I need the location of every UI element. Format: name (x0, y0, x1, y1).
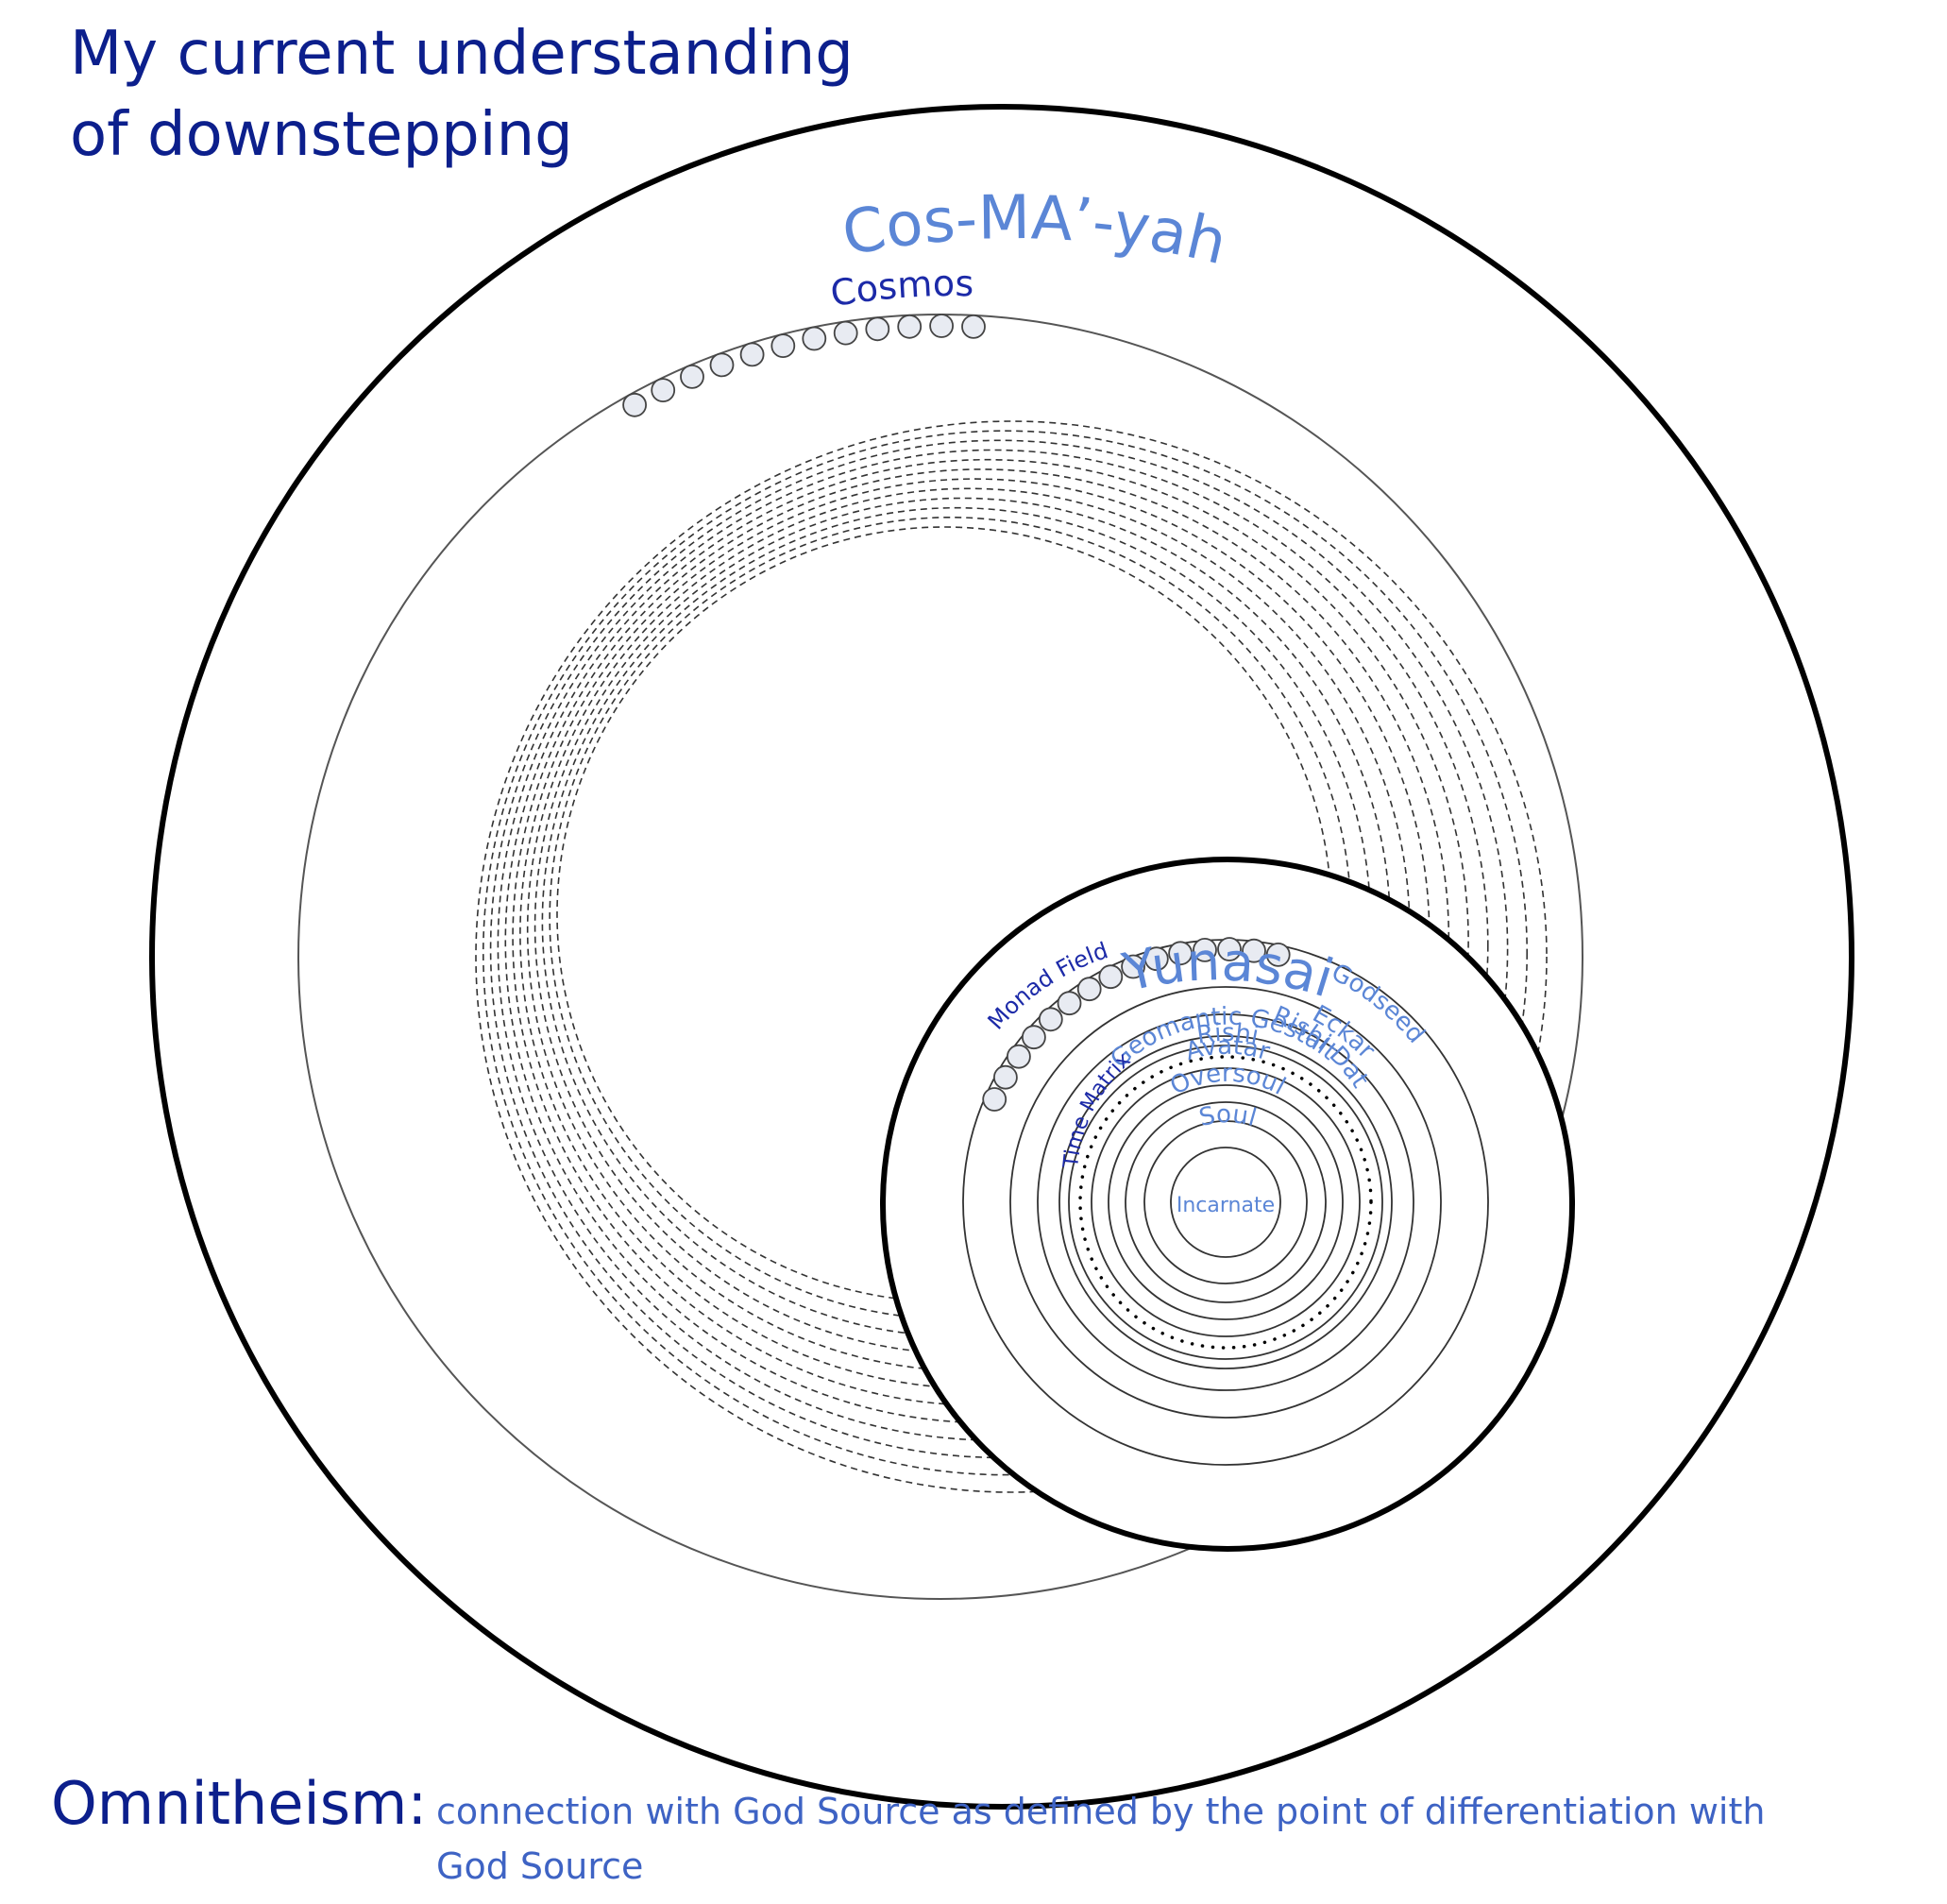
dashed-ring (475, 420, 1548, 1493)
omnitheism-term: Omnitheism: (51, 1769, 428, 1838)
time-matrix-ring (1078, 1055, 1373, 1350)
avatar-ring (1108, 1084, 1344, 1320)
bead (865, 316, 890, 342)
dashed-ring (482, 430, 1529, 1476)
bead (770, 333, 796, 359)
bead (651, 378, 676, 403)
oversoul-ring (1125, 1101, 1327, 1303)
bead (1022, 1025, 1046, 1050)
bead (1193, 938, 1217, 962)
bead (1038, 1007, 1063, 1032)
bead (1121, 954, 1145, 979)
title-line-2: of downstepping (70, 100, 573, 170)
bead (993, 1064, 1018, 1090)
geomantic-gestalt-ring (1068, 1045, 1383, 1360)
omnitheism-definition: connection with God Source as defined by… (436, 1791, 1766, 1887)
eckar-ring (1037, 1013, 1414, 1391)
bead (802, 326, 827, 351)
bead (1242, 938, 1266, 963)
monad-bead-row (982, 937, 1291, 1112)
bead (680, 364, 704, 389)
cosmos-bead-row (622, 314, 986, 417)
dashed-ring (504, 458, 1469, 1424)
incarnate-label: Incarnate (1177, 1194, 1275, 1217)
bead (622, 392, 647, 417)
bead (709, 352, 735, 378)
bead (929, 314, 954, 338)
bead (1265, 943, 1291, 967)
cosmaya-label: Cos-MA’-yah (838, 183, 1233, 279)
godseed-ring (1009, 986, 1442, 1419)
bead (1076, 977, 1102, 1002)
title-line-1: My current understanding (70, 19, 854, 89)
cosmos-label: Cosmos (827, 263, 974, 314)
incarnate-ring (1170, 1147, 1281, 1258)
dashed-ring (497, 449, 1489, 1441)
soul-ring (1143, 1120, 1308, 1284)
bead (961, 314, 986, 339)
yunasai-circle (880, 857, 1575, 1552)
rishi-ring (1091, 1067, 1361, 1337)
bead (1217, 937, 1242, 961)
bead (982, 1087, 1007, 1112)
page-title: My current understanding of downstepping (70, 13, 854, 176)
bead (1007, 1044, 1031, 1069)
bead (833, 320, 858, 346)
bead (1098, 964, 1124, 990)
bead (739, 342, 765, 367)
bead (1057, 991, 1082, 1016)
bead (1143, 946, 1169, 972)
bead (897, 314, 923, 339)
rishi-label: Rishi (1194, 1019, 1261, 1050)
cosmaya-boundary (149, 104, 1854, 1810)
bead (1168, 941, 1193, 966)
rishi-dat-ring (1058, 1035, 1393, 1369)
